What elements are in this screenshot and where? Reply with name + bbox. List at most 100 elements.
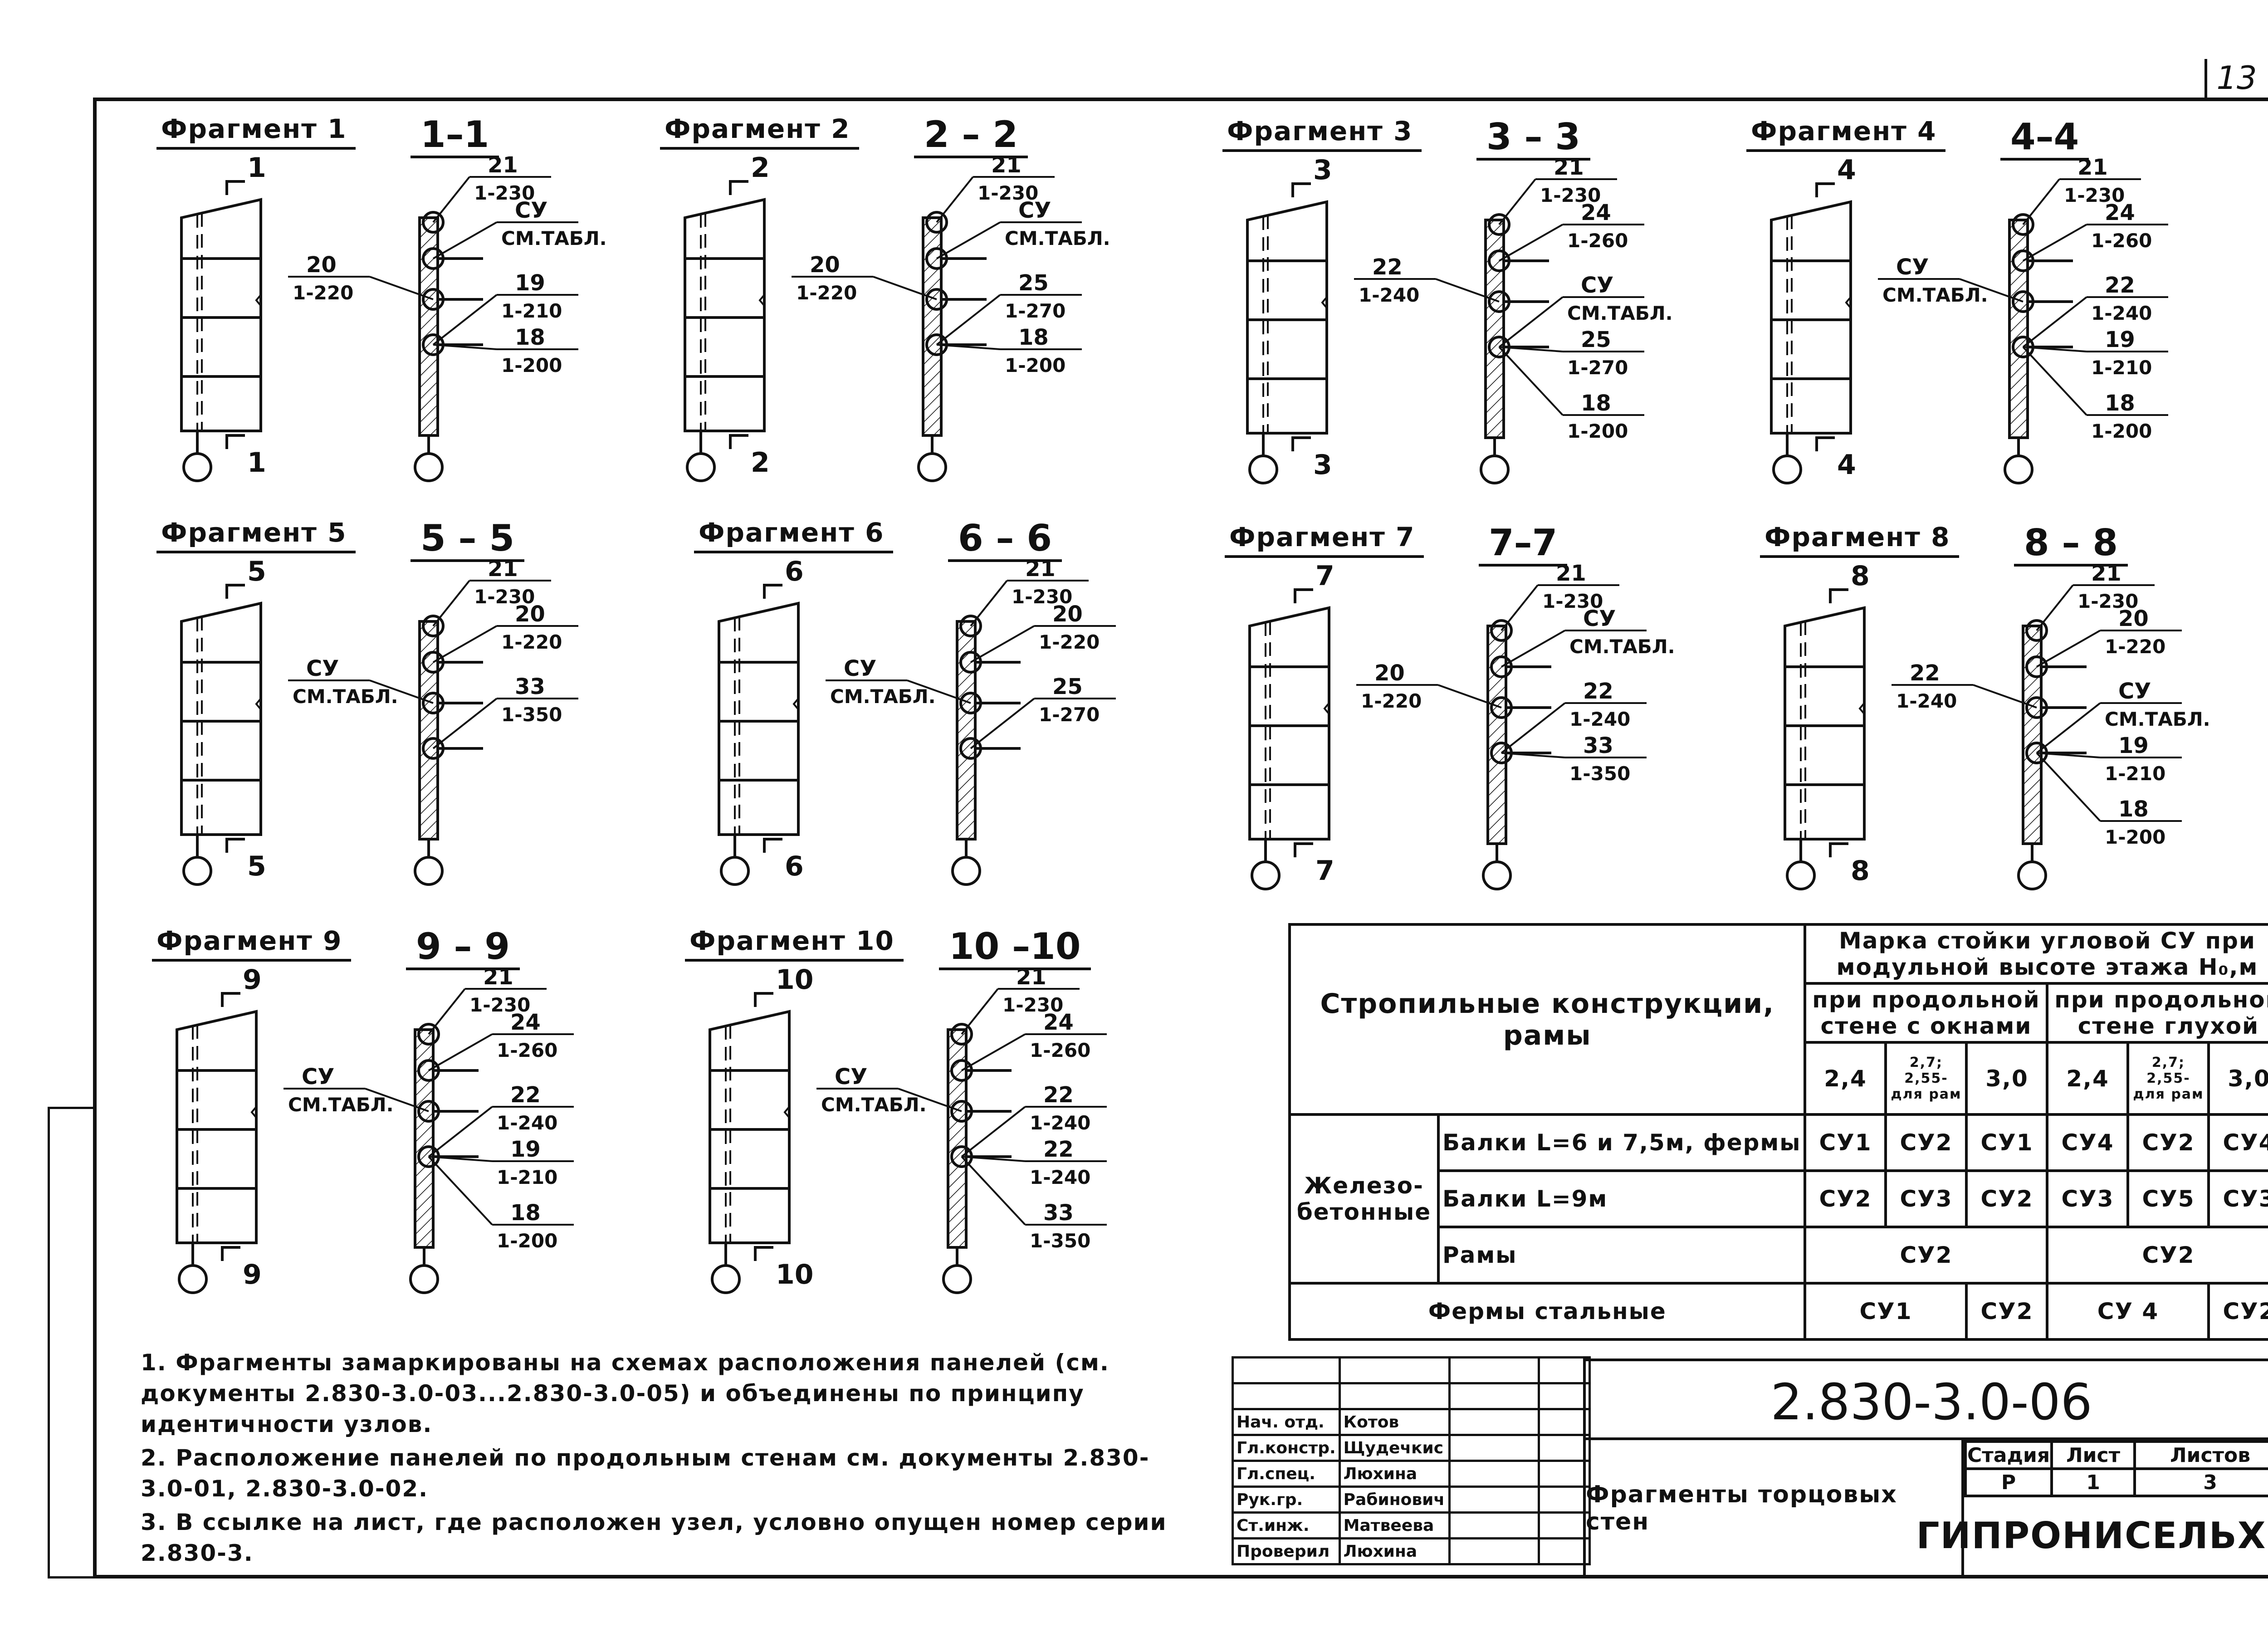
axis-marker bbox=[414, 856, 444, 886]
stamp-role: Проверил bbox=[1232, 1537, 1341, 1565]
node-mark: 24 bbox=[510, 1010, 541, 1035]
stamp-signature bbox=[1448, 1434, 1540, 1462]
leader-line bbox=[1499, 346, 1563, 352]
leader-line bbox=[1499, 224, 1563, 262]
leader-line bbox=[1498, 346, 1564, 416]
leader-line bbox=[428, 1156, 493, 1162]
stamp-name: Люхина bbox=[1338, 1460, 1451, 1488]
section-cut-marks bbox=[225, 584, 245, 853]
section-cut-label: 3 bbox=[1313, 156, 1332, 186]
leader-line bbox=[1501, 702, 1566, 754]
node-sheet-ref: СМ.ТАБЛ. bbox=[830, 685, 936, 708]
node-mark: СУ bbox=[835, 1064, 867, 1090]
stamp-role: Гл.констр. bbox=[1232, 1434, 1341, 1462]
node-sheet-ref: 1-210 bbox=[501, 300, 562, 322]
height-header: 2,7; 2,55-для рам bbox=[2126, 1041, 2210, 1116]
node-sheet-ref: СМ.ТАБЛ. bbox=[821, 1094, 927, 1116]
fragment-title: Фрагмент 8 bbox=[1760, 522, 1960, 558]
stamp-blank bbox=[1232, 1382, 1341, 1410]
leader-line bbox=[961, 1156, 1026, 1226]
leader-line bbox=[1501, 752, 1565, 758]
table-cell: СУ2 bbox=[1884, 1113, 1968, 1172]
node-sheet-ref: 1-210 bbox=[2091, 357, 2152, 379]
table-cell: СУ2 bbox=[1804, 1226, 2049, 1285]
node-sheet-ref: 1-220 bbox=[501, 631, 562, 653]
stamp-name: Котов bbox=[1338, 1408, 1451, 1436]
leader-line bbox=[1973, 684, 2037, 709]
section-label: 1–1 bbox=[411, 113, 499, 158]
axis-marker bbox=[1772, 454, 1802, 484]
stamp-date bbox=[1537, 1408, 1591, 1436]
node-mark: 25 bbox=[1018, 270, 1049, 296]
stage-table: Стадия Лист Листов Р 1 3 bbox=[1964, 1440, 2268, 1497]
node-mark: 20 bbox=[1052, 601, 1083, 627]
node-mark: СУ bbox=[1583, 606, 1616, 631]
break-mark bbox=[1323, 702, 1330, 715]
section-cut-label: 6 bbox=[785, 558, 804, 587]
node-mark: 20 bbox=[515, 601, 545, 627]
node-mark: СУ bbox=[1581, 273, 1613, 298]
node-mark: 25 bbox=[1581, 327, 1611, 352]
axis-line bbox=[196, 617, 203, 835]
node-sheet-ref: 1-220 bbox=[293, 282, 353, 304]
section-label: 5 – 5 bbox=[411, 517, 525, 562]
break-mark bbox=[1845, 296, 1852, 309]
node-circle bbox=[925, 211, 948, 234]
leader-line bbox=[970, 698, 1035, 749]
stamp-blank bbox=[1232, 1356, 1341, 1384]
node-sheet-ref: 1-230 bbox=[2077, 590, 2138, 612]
node-circle bbox=[950, 1023, 973, 1046]
wall-elevation bbox=[709, 1010, 791, 1244]
leader-line bbox=[898, 1088, 962, 1112]
node-mark: 18 bbox=[515, 325, 545, 350]
node-circle bbox=[417, 1023, 440, 1046]
node-sheet-ref: 1-210 bbox=[497, 1166, 557, 1188]
section-label: 7–7 bbox=[1479, 522, 1568, 567]
break-mark bbox=[792, 698, 799, 710]
section-cut-marks bbox=[1294, 588, 1313, 857]
node-sheet-ref: 1-240 bbox=[497, 1112, 557, 1134]
stamp-signature bbox=[1448, 1511, 1540, 1539]
axis-line bbox=[725, 1025, 731, 1243]
section-cut-label: 7 bbox=[1315, 855, 1334, 887]
node-circle bbox=[1490, 619, 1513, 642]
leader-line bbox=[433, 221, 497, 259]
node-mark: 21 bbox=[2077, 156, 2108, 180]
side-stamp-strip bbox=[48, 1107, 93, 1578]
stamp-date bbox=[1537, 1537, 1591, 1565]
leader-line bbox=[2036, 702, 2101, 754]
stamp-role: Ст.инж. bbox=[1232, 1511, 1341, 1539]
fragment-title: Фрагмент 4 bbox=[1746, 116, 1946, 152]
table-cell: СУ1 bbox=[1965, 1113, 2049, 1172]
table-cell: СУ2 bbox=[1804, 1169, 1887, 1228]
node-sheet-ref: 1-220 bbox=[796, 282, 857, 304]
node-mark: 22 bbox=[510, 1082, 541, 1108]
leader-line bbox=[936, 176, 974, 223]
sheet-header: Лист bbox=[2050, 1440, 2136, 1470]
node-mark: СУ bbox=[1896, 254, 1929, 280]
note-3: 3. В ссылке на лист, где расположен узел… bbox=[141, 1509, 1167, 1566]
fragment-title: Фрагмент 5 bbox=[156, 517, 356, 553]
leader-line bbox=[936, 294, 1001, 346]
leader-line bbox=[433, 344, 497, 350]
leader-line bbox=[2022, 178, 2060, 225]
node-sheet-ref: 1-230 bbox=[474, 586, 535, 608]
node-sheet-ref: 1-350 bbox=[1569, 762, 1630, 785]
fragment-title: Фрагмент 6 bbox=[694, 517, 894, 553]
axis-line bbox=[1800, 621, 1806, 839]
axis-marker bbox=[942, 1264, 972, 1294]
node-circle bbox=[1488, 213, 1510, 236]
section-cut-marks bbox=[1291, 182, 1311, 451]
section-cut-label: 3 bbox=[1313, 449, 1332, 481]
break-mark bbox=[783, 1106, 790, 1119]
stamp-blank bbox=[1537, 1382, 1591, 1410]
stamp-blank bbox=[1537, 1356, 1591, 1384]
section-cut-label: 6 bbox=[785, 850, 804, 882]
